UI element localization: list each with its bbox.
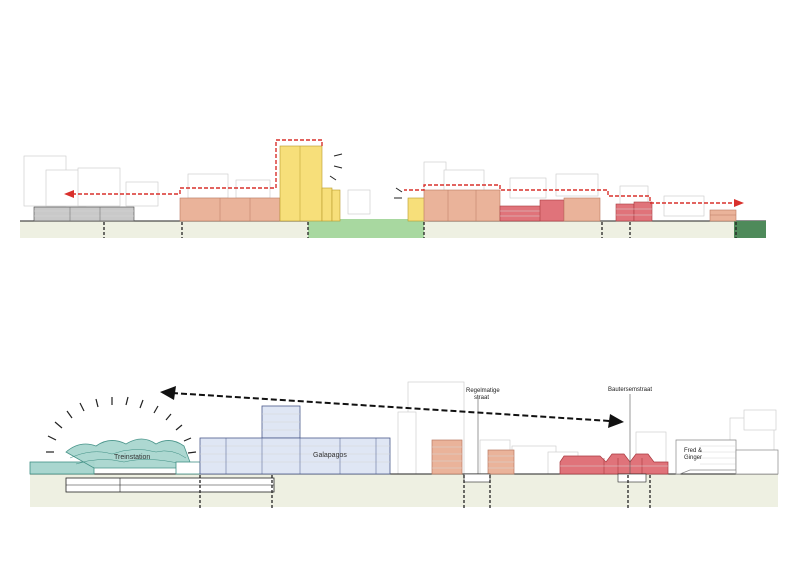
- top-salmon-block-left: [179, 197, 281, 222]
- fred-ginger-building: Fred & Ginger: [675, 439, 779, 475]
- top-skyline-line-left: [272, 140, 322, 146]
- label-regular-street-line1: Regelmatige: [466, 388, 500, 394]
- label-trainstation: Treinstation: [114, 454, 150, 461]
- label-fred-ginger-line2: Ginger: [684, 455, 702, 461]
- label-fred-ginger-line1: Fred &: [684, 448, 702, 454]
- rail-tunnel: [65, 477, 275, 493]
- top-green-space: [308, 219, 424, 238]
- label-regular-street-line2: straat: [474, 395, 489, 401]
- bautersem-street-marker: Bautersemstraat: [608, 387, 652, 483]
- top-skyline-arrow-left: [64, 190, 74, 198]
- top-salmon-block-far-right: [709, 209, 737, 222]
- sightline-arrow: [160, 386, 624, 428]
- label-galapagos: Galapagos: [313, 452, 347, 459]
- bottom-section: Treinstation Galapagos: [29, 381, 779, 508]
- bottom-salmon-blocks: [431, 439, 515, 475]
- top-section: [20, 139, 766, 238]
- top-skyline-line: [404, 184, 738, 204]
- bottom-red-blocks: [559, 453, 669, 475]
- top-salmon-block-right: [423, 189, 501, 222]
- top-yellow-tower: [279, 145, 341, 222]
- train-station: [29, 438, 201, 475]
- top-red-blocks: [499, 197, 653, 222]
- bottom-section-cut-lines: [199, 475, 651, 508]
- top-view-ticks: [329, 153, 403, 199]
- top-section-cut-lines: [103, 222, 737, 238]
- top-skyline-arrow-right: [734, 199, 744, 207]
- top-grey-block: [33, 206, 135, 222]
- top-park-right: [734, 221, 766, 238]
- label-bautersem-street: Bautersemstraat: [608, 387, 652, 393]
- galapagos-building: [199, 405, 391, 475]
- station-view-ticks: [46, 396, 197, 454]
- top-skyline-line-left-path: [72, 139, 323, 195]
